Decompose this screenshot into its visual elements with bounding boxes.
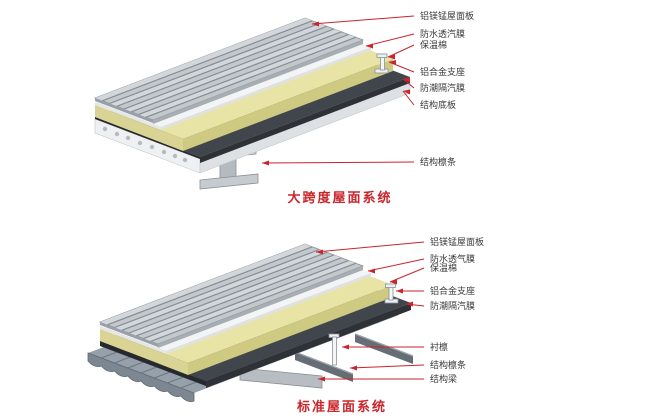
label-support-bottom: 铝合金支座 xyxy=(430,286,476,296)
label-waterproof-bottom: 防水透气膜 xyxy=(430,254,476,264)
label-deck-top: 结构底板 xyxy=(420,100,457,110)
label-roof-panel-bottom: 铝镁锰屋面板 xyxy=(430,237,485,247)
label-vapor-barrier-bottom: 防潮隔汽膜 xyxy=(430,301,476,311)
deck-perforations xyxy=(102,126,188,163)
roof-panel-layer xyxy=(93,17,365,124)
liner-purlin-connector xyxy=(328,333,340,366)
panel-seams-2 xyxy=(107,246,357,342)
roof-panel-layer-2 xyxy=(98,243,365,348)
label-waterproof-top: 防水透汽膜 xyxy=(420,29,466,39)
purlins xyxy=(294,333,414,382)
label-support-top: 铝合金支座 xyxy=(420,67,466,77)
bottom-diagram-title: 标准屋面系统 xyxy=(296,399,387,414)
label-purlin-top: 结构檩条 xyxy=(420,157,457,167)
label-beam-bottom: 结构梁 xyxy=(430,374,458,384)
aluminum-support-clip-2 xyxy=(384,283,399,304)
leader-lines-top xyxy=(261,15,415,166)
top-diagram xyxy=(93,15,415,190)
label-insulation-bottom: 保温棉 xyxy=(430,263,458,273)
aluminum-support-clip xyxy=(374,53,389,74)
label-vapor-barrier-top: 防潮隔汽膜 xyxy=(420,83,466,93)
label-insulation-top: 保温棉 xyxy=(420,40,448,50)
label-liner-purlin: 衬檩 xyxy=(430,342,449,352)
label-roof-panel-top: 铝镁锰屋面板 xyxy=(420,11,475,21)
panel-seams xyxy=(102,20,357,118)
leader-lines-bottom xyxy=(315,241,425,382)
bottom-diagram xyxy=(87,241,425,403)
structural-beam xyxy=(239,367,323,389)
top-diagram-title: 大跨度屋面系统 xyxy=(287,190,393,205)
label-purlin-bottom: 结构檩条 xyxy=(430,360,467,370)
